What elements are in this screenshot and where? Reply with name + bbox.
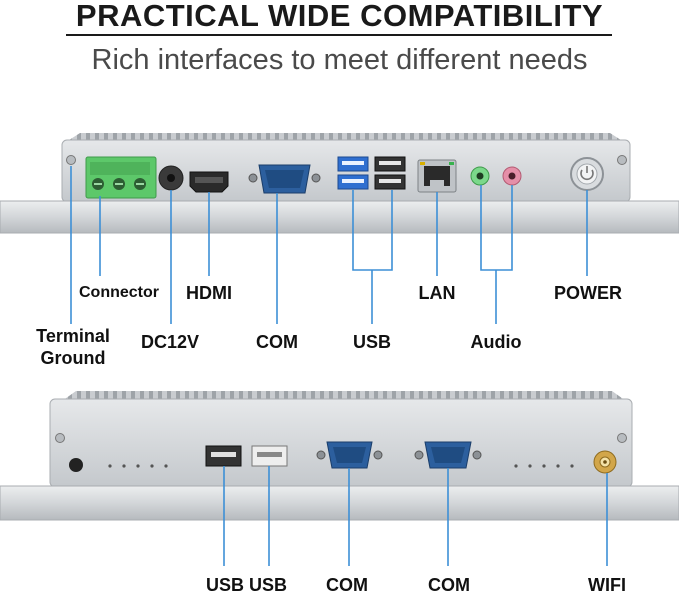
label-audio: Audio [470,332,522,352]
wifi-antenna-connector [593,450,617,474]
usb3-ports [337,156,369,190]
label-usb-rear-1: USB [205,575,245,595]
label-com-rear-2: COM [428,575,470,595]
rear-com-port-2 [414,441,482,469]
label-terminal: Terminal [36,326,110,346]
screw-icon [617,433,627,443]
front-panel [0,133,679,234]
lan-port [417,159,457,193]
vent-dots-right [514,464,574,468]
label-connector: Connector [79,284,159,301]
headline: PRACTICAL WIDE COMPATIBILITY [75,0,604,33]
rear-mounting-bar [0,485,679,521]
com-port-front [248,164,321,194]
label-usb-rear-2: USB [248,575,288,595]
screw-icon [617,155,627,165]
hdmi-port [189,171,229,193]
usb2-ports [374,156,406,190]
subtitle: Rich interfaces to meet different needs [91,44,588,76]
label-dc12v: DC12V [140,332,200,352]
screw-icon [55,433,65,443]
label-com-front: COM [256,332,298,352]
front-mounting-bar [0,200,679,234]
rear-usb-port-1 [205,445,242,467]
label-wifi: WIFI [588,575,626,595]
label-ground: Ground [40,348,106,368]
rear-panel [0,391,679,521]
rear-round-hole [69,458,83,472]
callout-lines [70,166,608,566]
terminal-block-connector [85,156,157,199]
power-button [570,157,604,191]
rear-usb-port-2 [251,445,288,467]
label-hdmi: HDMI [186,283,232,303]
rear-com-port-1 [316,441,383,469]
dc-power-jack [158,165,184,191]
label-com-rear-1: COM [326,575,368,595]
vent-dots-left [108,464,168,468]
label-power: POWER [553,283,623,303]
label-lan: LAN [418,283,456,303]
label-usb-front: USB [352,332,392,352]
audio-jacks [470,166,522,186]
screw-icon [66,155,76,165]
headline-underline [66,34,612,36]
